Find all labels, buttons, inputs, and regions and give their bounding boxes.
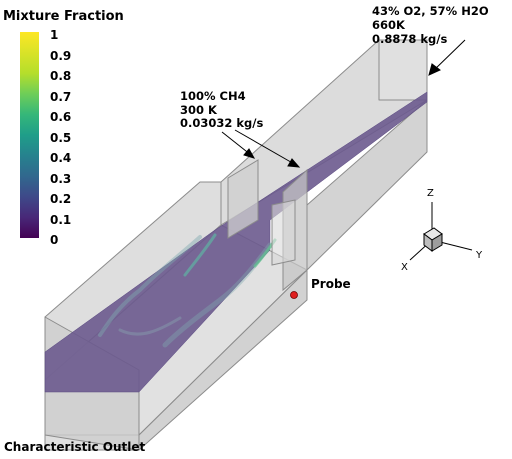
legend-tick: 0.6 <box>50 110 72 124</box>
axis-z-label: Z <box>427 188 434 199</box>
legend-tick: 0.4 <box>50 151 72 165</box>
probe-label: Probe <box>311 277 351 291</box>
fuel-injector-plates <box>227 159 308 292</box>
legend-tick: 0.3 <box>50 172 72 186</box>
legend-tick: 0.7 <box>50 90 72 104</box>
legend-tick: 0.1 <box>50 213 72 227</box>
probe-marker <box>290 291 298 299</box>
legend-tick: 0.9 <box>50 49 72 63</box>
axis-triad <box>409 202 473 261</box>
legend-tick: 0.8 <box>50 69 72 83</box>
fuel-inlet-label: 100% CH4 300 K 0.03032 kg/s <box>180 89 264 130</box>
legend-tick: 1 <box>50 28 59 42</box>
legend-title: Mixture Fraction <box>3 9 124 24</box>
outlet-label: Characteristic Outlet <box>4 440 146 454</box>
legend-tick: 0.5 <box>50 131 72 145</box>
annotation-arrows <box>221 39 466 168</box>
mixture-slice <box>44 91 428 393</box>
legend-tick: 0.2 <box>50 192 72 206</box>
oxidizer-inlet-label: 43% O2, 57% H2O 660K 0.8878 kg/s <box>372 4 489 46</box>
colorbar <box>20 32 39 238</box>
axis-x-label: X <box>401 262 408 273</box>
legend-tick: 0 <box>50 233 59 247</box>
axis-y-label: Y <box>476 250 483 261</box>
